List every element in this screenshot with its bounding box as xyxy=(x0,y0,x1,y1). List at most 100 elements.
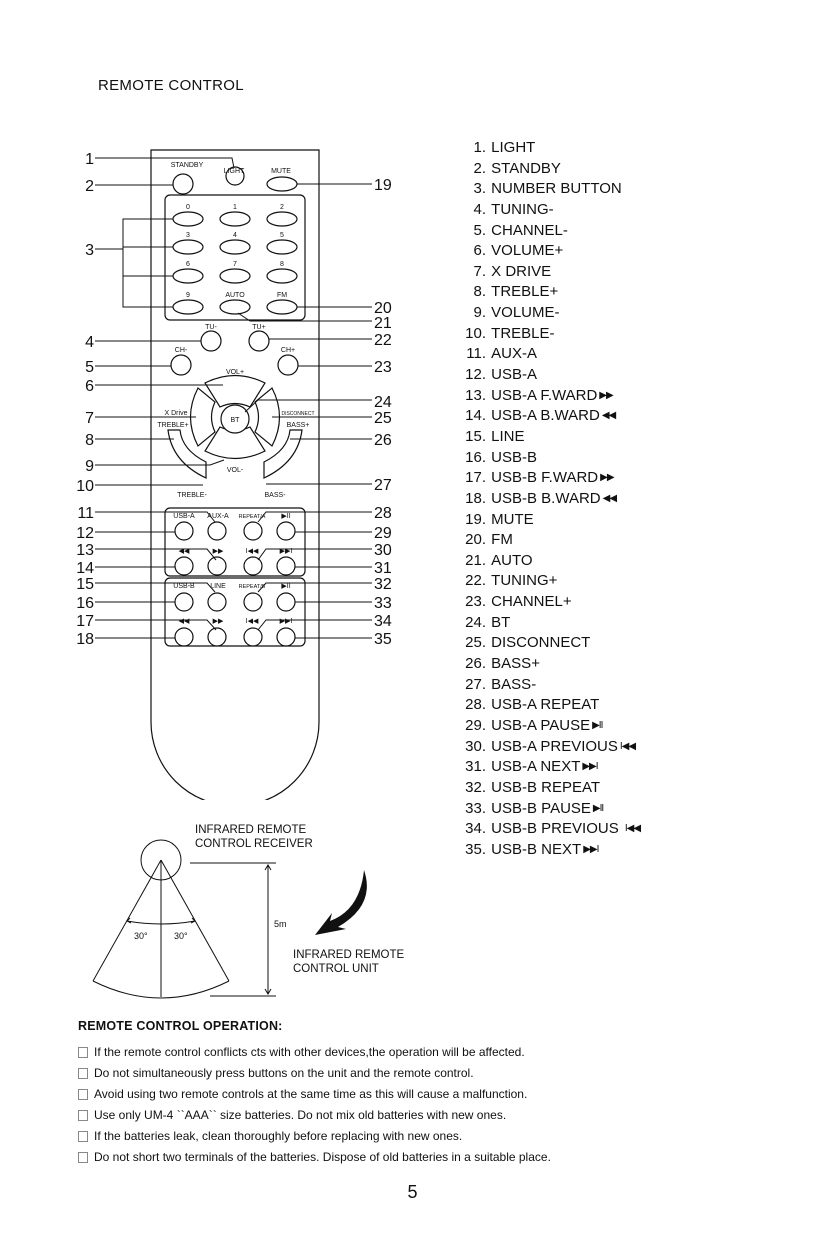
label-bass-plus: BASS+ xyxy=(287,422,310,429)
operation-list: If the remote control conflicts cts with… xyxy=(78,1042,778,1168)
unit-label-line-2: CONTROL UNIT xyxy=(293,963,379,975)
label-disconnect: DISCONNECT xyxy=(281,411,314,417)
bward-glyph-a: ◀◀ xyxy=(179,548,190,555)
button-5 xyxy=(266,239,298,255)
callout-34: 34 xyxy=(374,613,392,630)
callout-8: 8 xyxy=(85,432,94,449)
legend-item: 11. AUX-A xyxy=(466,345,538,363)
receiver-label-line-1: INFRARED REMOTE xyxy=(195,824,307,836)
bracket-3 xyxy=(122,218,173,308)
previous-icon: I◀◀ xyxy=(619,740,636,752)
checkbox-icon xyxy=(78,1047,88,1058)
pointing-arrow-icon xyxy=(315,870,367,935)
legend-item: 23. CHANNEL+ xyxy=(465,593,572,611)
standby-button xyxy=(172,173,194,195)
callout-4: 4 xyxy=(85,334,94,351)
callout-15: 15 xyxy=(76,576,94,593)
button-6 xyxy=(172,268,204,284)
legend-item: 12. USB-A xyxy=(465,366,538,384)
label-repeat-b: REPEAT/B xyxy=(239,584,266,590)
callout-6: 6 xyxy=(85,378,94,395)
previous-icon: I◀◀ xyxy=(624,823,641,835)
callout-24: 24 xyxy=(374,394,392,411)
tu-plus-button xyxy=(248,330,270,352)
button-2 xyxy=(266,211,298,227)
callout-28: 28 xyxy=(374,505,392,522)
label-x-drive: X Drive xyxy=(165,410,188,417)
aux-a-button xyxy=(207,521,227,541)
leader-32 xyxy=(257,582,372,593)
legend-item: 1. LIGHT xyxy=(473,139,536,156)
legend-item: 16. USB-B xyxy=(465,448,538,466)
next-b-button xyxy=(276,627,296,647)
operation-item: If the remote control conflicts cts with… xyxy=(78,1042,778,1063)
label-bass-minus: BASS- xyxy=(264,492,286,499)
number-pad-frame xyxy=(164,194,306,321)
usb-a-pad-frame xyxy=(164,507,306,577)
x-drive-key xyxy=(189,387,216,447)
legend-item: 3. NUMBER BUTTON xyxy=(473,180,622,198)
legend-item: 25. DISCONNECT xyxy=(465,634,591,652)
label-mute: MUTE xyxy=(271,168,291,175)
checkbox-icon xyxy=(78,1152,88,1163)
receiver-label-line-2: CONTROL RECEIVER xyxy=(195,838,313,850)
label-2: 2 xyxy=(280,204,284,211)
fward-a-button xyxy=(207,556,227,576)
legend-item: 22. TUNING+ xyxy=(465,572,558,590)
legend-item: 10. TREBLE- xyxy=(465,324,555,342)
callout-35: 35 xyxy=(374,631,392,648)
leader-17 xyxy=(95,619,217,631)
ch-plus-button xyxy=(277,354,299,376)
legend-item: 24. BT xyxy=(465,613,511,631)
prev-a-button xyxy=(243,556,263,576)
label-fm: FM xyxy=(277,292,287,299)
legend-item: 14. USB-A B.WARD◀◀ xyxy=(458,406,640,427)
leader-13 xyxy=(95,548,217,561)
legend-item: 7. X DRIVE xyxy=(473,262,552,280)
callout-10: 10 xyxy=(76,478,94,495)
callout-30: 30 xyxy=(374,542,392,559)
leader-11 xyxy=(95,511,216,523)
operation-item: Do not short two terminals of the batter… xyxy=(78,1147,778,1168)
label-9: 9 xyxy=(186,292,190,299)
fward-glyph-b: ▶▶ xyxy=(213,618,224,625)
button-legend: 1. LIGHT 2. STANDBY 3. NUMBER BUTTON 4. … xyxy=(458,138,641,860)
label-treble-minus: TREBLE- xyxy=(177,492,207,499)
section-title: REMOTE CONTROL xyxy=(98,77,244,94)
next-glyph-b: ▶▶I xyxy=(280,618,293,625)
usb-b-button xyxy=(174,592,194,612)
leader-9 xyxy=(95,459,225,466)
callout-33: 33 xyxy=(374,595,392,612)
callout-29: 29 xyxy=(374,525,392,542)
callout-12: 12 xyxy=(76,525,94,542)
prev-glyph-b: I◀◀ xyxy=(246,618,259,625)
checkbox-icon xyxy=(78,1068,88,1079)
label-tu-plus: TU+ xyxy=(252,324,265,331)
next-icon: ▶▶I xyxy=(582,761,598,773)
operation-notes: REMOTE CONTROL OPERATION: If the remote … xyxy=(78,1019,778,1168)
callout-22: 22 xyxy=(374,332,392,349)
legend-item: 26. BASS+ xyxy=(465,655,540,673)
callout-23: 23 xyxy=(374,359,392,376)
page-number: 5 xyxy=(407,1182,418,1202)
label-tu-minus: TU- xyxy=(205,324,217,331)
callout-26: 26 xyxy=(374,432,392,449)
fm-button xyxy=(266,299,298,315)
bward-a-button xyxy=(174,556,194,576)
leader-15 xyxy=(95,582,216,593)
angle-right-label: 30° xyxy=(174,931,188,941)
label-auto: AUTO xyxy=(225,292,245,299)
play-pause-a-button xyxy=(276,521,296,541)
operation-item: If the batteries leak, clean thoroughly … xyxy=(78,1126,778,1147)
next-a-button xyxy=(276,556,296,576)
label-vol-minus: VOL- xyxy=(227,467,244,474)
prev-b-button xyxy=(243,627,263,647)
callout-32: 32 xyxy=(374,576,392,593)
label-treble-plus: TREBLE+ xyxy=(157,422,188,429)
label-line: LINE xyxy=(210,583,226,590)
button-1 xyxy=(219,211,251,227)
operation-item: Use only UM-4 ``AAA`` size batteries. Do… xyxy=(78,1105,778,1126)
distance-label: 5m xyxy=(274,919,287,929)
button-4 xyxy=(219,239,251,255)
leader-24 xyxy=(244,399,372,413)
